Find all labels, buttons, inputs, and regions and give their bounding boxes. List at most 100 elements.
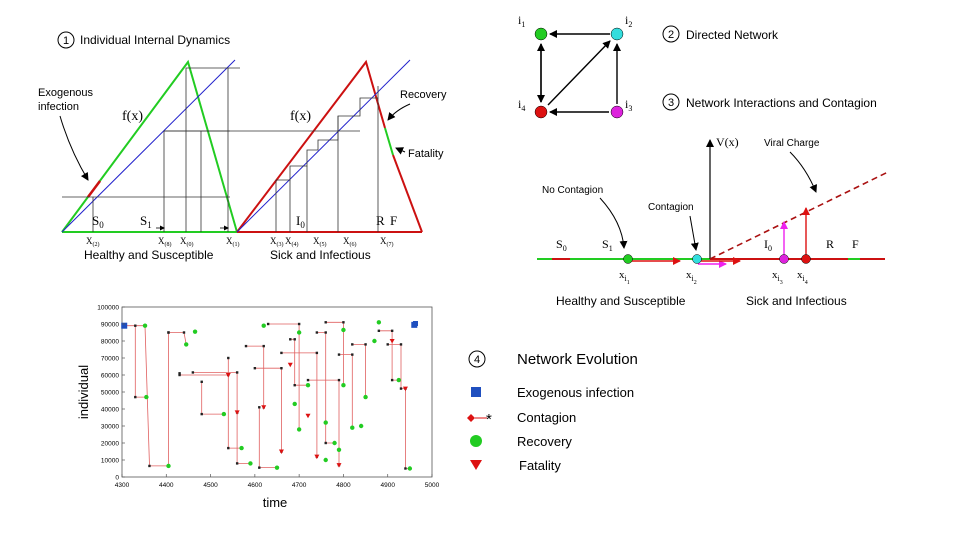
recovery-label: Recovery bbox=[400, 89, 447, 101]
contagion-point bbox=[289, 338, 292, 341]
node-label-i2: i2 bbox=[625, 13, 632, 29]
x-tick-label: X(1) bbox=[226, 236, 240, 248]
sick-label: Sick and Infectious bbox=[270, 248, 371, 262]
viral-charge-line bbox=[709, 171, 889, 260]
x-tick-labels: X(2) X(8) X(0) X(1) X(3) X(4) X(5) X(6) … bbox=[86, 236, 394, 248]
contagion-pointer bbox=[689, 215, 699, 251]
contagion-point bbox=[337, 378, 341, 382]
xi3-label: xi3 bbox=[772, 269, 783, 286]
panel-network-evolution-legend: 4 Network Evolution Exogenous infection … bbox=[467, 350, 638, 473]
recovery-point bbox=[350, 425, 355, 430]
exogenous-pointer bbox=[59, 115, 89, 181]
contagion-point bbox=[315, 351, 319, 355]
y-tick-label: 80000 bbox=[101, 339, 119, 346]
recovery-point bbox=[296, 330, 302, 335]
contagion-point bbox=[377, 329, 381, 332]
state-s1: S1 bbox=[602, 237, 613, 253]
state-f: F bbox=[852, 237, 859, 251]
panel-number-circle bbox=[468, 350, 486, 368]
contagion-point bbox=[200, 380, 203, 383]
contagion-point bbox=[178, 373, 181, 377]
fatality-point bbox=[261, 405, 267, 410]
contagion-chain bbox=[201, 381, 224, 415]
healthy-label: Healthy and Susceptible bbox=[84, 248, 214, 262]
panel-number: 3 bbox=[668, 97, 674, 109]
recovery-point bbox=[239, 445, 244, 451]
exogenous-segment bbox=[87, 180, 101, 198]
panel-number-circle bbox=[662, 25, 680, 43]
contagion-chain bbox=[308, 379, 340, 466]
legend-contagion: Contagion bbox=[517, 410, 576, 425]
recovery-point bbox=[142, 323, 148, 328]
fx-label-right: f(x) bbox=[290, 109, 311, 124]
recovery-point bbox=[341, 327, 346, 333]
state-i0: I0 bbox=[764, 237, 772, 253]
recovery-pointer bbox=[387, 103, 411, 121]
contagion-point bbox=[134, 395, 137, 399]
x-tick-label: 4500 bbox=[203, 482, 218, 489]
contagion-point bbox=[178, 372, 181, 375]
state-s0: S0 bbox=[556, 237, 567, 253]
contagion-point bbox=[351, 343, 354, 346]
contagion-point bbox=[235, 371, 239, 374]
contagion-point bbox=[324, 321, 327, 324]
legend-exogenous: Exogenous infection bbox=[517, 385, 634, 400]
contagion-point bbox=[227, 356, 230, 360]
node-xi3 bbox=[779, 254, 789, 264]
contagion-point bbox=[235, 462, 239, 465]
sick-label: Sick and Infectious bbox=[746, 294, 847, 308]
node-i3 bbox=[610, 105, 624, 119]
panel-number-circle bbox=[57, 31, 75, 49]
fatality-point bbox=[314, 454, 320, 460]
tent-map-healthy bbox=[61, 59, 238, 233]
y-tick-label: 50000 bbox=[101, 390, 119, 397]
contagion-point bbox=[200, 412, 203, 416]
recovery-point bbox=[323, 457, 328, 463]
contagion-chain bbox=[387, 343, 410, 469]
x-tick-label: X(5) bbox=[313, 236, 327, 248]
recovery-point bbox=[363, 394, 368, 400]
svg-text:*: * bbox=[486, 411, 492, 428]
fatality-pointer bbox=[395, 147, 406, 155]
contagion-chain bbox=[254, 367, 282, 452]
healthy-label: Healthy and Susceptible bbox=[556, 294, 686, 308]
contagion-point bbox=[258, 406, 261, 409]
contagion-point bbox=[390, 378, 394, 382]
recovery-point bbox=[274, 465, 280, 470]
recovery-point bbox=[407, 466, 413, 471]
contagion-point bbox=[148, 464, 151, 468]
panel-title: Individual Internal Dynamics bbox=[80, 33, 230, 47]
contagion-point bbox=[253, 367, 257, 370]
contagion-point bbox=[390, 329, 394, 332]
blue-square-icon bbox=[471, 387, 481, 397]
no-contagion-label: No Contagion bbox=[542, 185, 603, 196]
contagion-point bbox=[297, 322, 301, 326]
identity-line-right bbox=[236, 59, 411, 233]
contagion-point bbox=[280, 367, 283, 370]
tent-map-sick bbox=[236, 59, 386, 233]
recovery-point bbox=[358, 423, 364, 429]
y-tick-label: 100000 bbox=[97, 305, 119, 312]
fatality-point bbox=[389, 339, 395, 344]
contagion-point bbox=[167, 331, 170, 334]
contagion-point bbox=[293, 338, 296, 341]
identity-line-left bbox=[61, 59, 236, 233]
state-f: F bbox=[390, 213, 397, 228]
x-tick-label: 4800 bbox=[336, 482, 351, 489]
contagion-point bbox=[262, 344, 265, 348]
y-tick-label: 40000 bbox=[101, 407, 119, 414]
state-s0: S0 bbox=[92, 213, 104, 230]
panel-number-circle bbox=[662, 93, 680, 111]
recovery-point bbox=[341, 383, 346, 388]
y-tick-label: 70000 bbox=[101, 356, 119, 363]
contagion-point bbox=[293, 384, 296, 387]
recovery-point bbox=[323, 420, 328, 425]
state-r: R bbox=[826, 237, 834, 251]
contagion-point bbox=[306, 378, 310, 382]
panel-number: 2 bbox=[668, 29, 674, 41]
contagion-chain bbox=[378, 330, 399, 381]
fatality-point bbox=[336, 463, 342, 468]
node-xi4 bbox=[801, 254, 811, 264]
